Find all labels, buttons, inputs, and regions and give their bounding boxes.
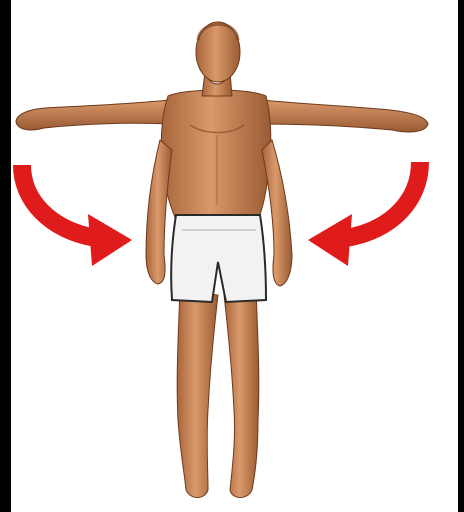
right-arm xyxy=(260,100,428,132)
legs xyxy=(177,290,259,498)
torso xyxy=(161,90,270,220)
head xyxy=(196,22,240,96)
left-curved-arrow-icon xyxy=(22,165,132,266)
shorts xyxy=(171,215,266,302)
right-curved-arrow-icon xyxy=(308,162,420,266)
left-arm xyxy=(16,100,172,130)
